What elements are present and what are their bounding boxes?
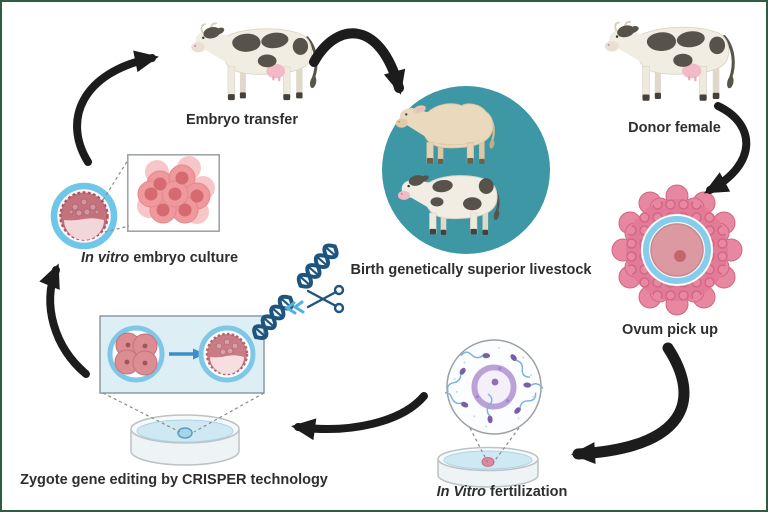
zygote-editing-box: [99, 315, 265, 394]
ovum-pick-up-label: Ovum pick up: [622, 322, 718, 338]
ivf-label-italic: In Vitro: [436, 484, 487, 500]
embryo-culture-label-rest: embryo culture: [129, 250, 239, 266]
crispr-cut-fragment-icon: [284, 300, 305, 315]
arrow-donor-to-ovum: [703, 102, 751, 194]
ivf-label-rest: fertilization: [486, 484, 568, 500]
zygote-editing-label: Zygote gene editing by CRISPER technolog…: [20, 472, 328, 488]
sperm-icons: [445, 351, 543, 424]
arrow-editing-to-culture: [39, 263, 90, 378]
embryo-culture-label: In vitro embryo culture: [72, 250, 247, 267]
egg-cell-icon: [471, 364, 517, 410]
birth-superior-livestock-label: Birth genetically superior livestock: [350, 262, 592, 278]
blastocyst-icon: [48, 180, 120, 252]
embryo-transfer-cow-icon: [187, 14, 332, 112]
embryo-transfer-label: Embryo transfer: [185, 112, 298, 128]
arrow-culture-to-transfer: [73, 50, 159, 166]
embryo-culture-label-italic: In vitro: [80, 250, 130, 266]
beige-calf-icon: [392, 91, 502, 169]
ivf-magnified-view: [445, 338, 543, 436]
donor-female-label: Donor female: [628, 120, 721, 136]
ivf-label: In Vitro fertilization: [427, 484, 577, 501]
arrow-ivf-to-editing: [291, 392, 428, 441]
arrow-ovum-to-ivf: [571, 342, 690, 465]
zygote-petri-dish-icon: [125, 407, 245, 477]
holstein-calf-icon: [394, 161, 506, 240]
morula-zoom-box: [127, 154, 220, 232]
ovum-icon: [607, 180, 747, 320]
dna-helix-scissors-icon: [234, 237, 354, 352]
scissors-icon: [306, 284, 345, 314]
donor-female-cow-icon: [600, 12, 750, 113]
